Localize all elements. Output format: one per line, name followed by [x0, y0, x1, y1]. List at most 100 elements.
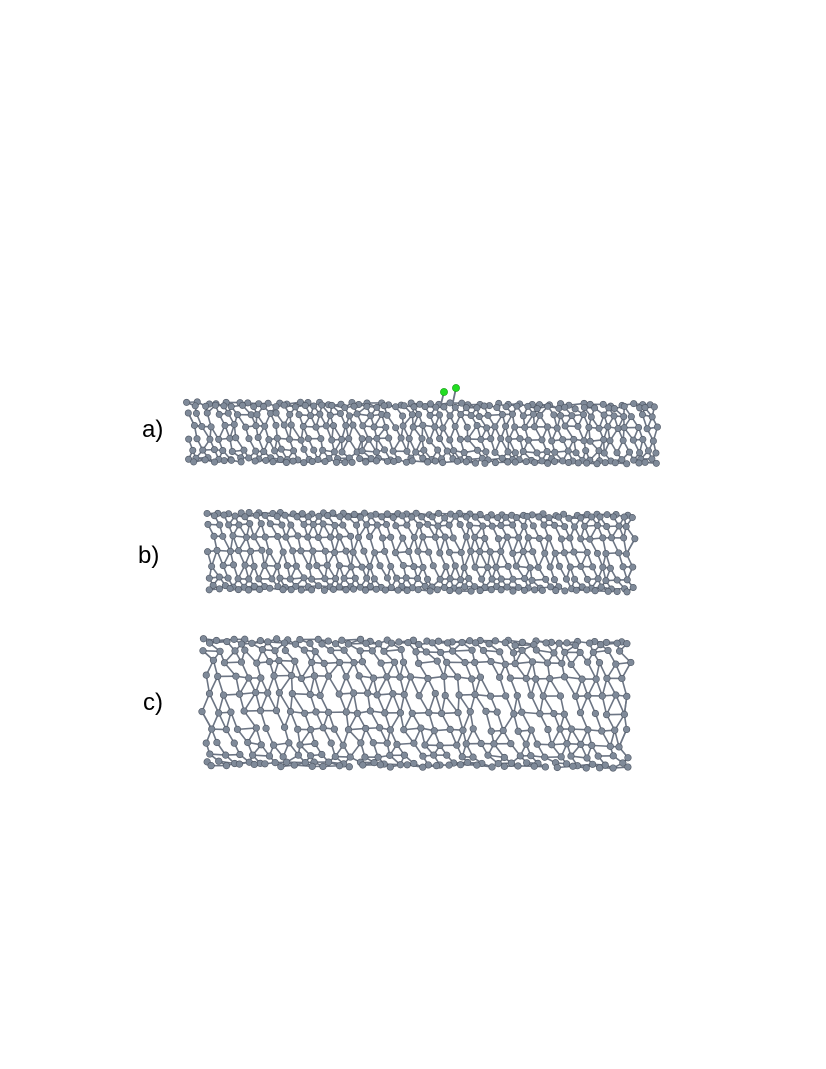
carbon-atom	[615, 549, 623, 557]
carbon-atom	[440, 672, 448, 681]
carbon-atom	[335, 762, 344, 770]
carbon-atom	[429, 562, 437, 570]
carbon-atom	[327, 646, 335, 654]
carbon-atom	[308, 586, 316, 594]
carbon-atom	[520, 586, 528, 594]
carbon-atom	[523, 759, 531, 767]
tube-a-atoms	[183, 398, 661, 468]
carbon-atom	[233, 725, 242, 733]
carbon-atom	[304, 435, 312, 443]
carbon-atom	[318, 401, 326, 409]
carbon-atom	[492, 563, 500, 571]
carbon-atom	[297, 547, 305, 555]
carbon-atom	[335, 690, 343, 698]
carbon-atom	[232, 434, 240, 442]
carbon-atom	[340, 574, 348, 582]
carbon-atom	[257, 520, 265, 528]
carbon-atom	[369, 674, 378, 682]
carbon-atom	[599, 563, 607, 571]
carbon-atom	[434, 637, 443, 645]
carbon-atom	[531, 586, 539, 594]
carbon-atom	[623, 576, 631, 584]
carbon-atom	[519, 448, 527, 456]
carbon-atom	[375, 640, 383, 648]
carbon-atom	[471, 658, 479, 667]
carbon-atom	[378, 513, 386, 521]
carbon-atom	[227, 403, 235, 411]
carbon-atom	[366, 533, 374, 541]
carbon-atom	[292, 562, 300, 570]
carbon-atom	[580, 437, 588, 445]
carbon-atom	[622, 550, 630, 558]
carbon-atom	[289, 547, 297, 555]
carbon-atom	[389, 447, 397, 455]
carbon-atom	[358, 447, 366, 455]
carbon-atom	[432, 762, 441, 770]
carbon-atom	[276, 574, 284, 582]
carbon-atom	[521, 423, 529, 431]
carbon-atom	[562, 760, 571, 768]
carbon-atom	[296, 741, 304, 749]
carbon-atom	[544, 459, 552, 467]
carbon-atom	[467, 547, 475, 555]
carbon-atom	[344, 726, 353, 734]
carbon-atom	[272, 707, 281, 715]
carbon-atom	[421, 741, 429, 749]
carbon-atom	[330, 448, 338, 456]
carbon-atom	[600, 436, 608, 444]
carbon-atom	[641, 404, 649, 412]
carbon-atom	[350, 585, 358, 593]
carbon-atom	[466, 521, 474, 529]
carbon-atom	[570, 523, 578, 531]
carbon-atom	[419, 563, 427, 571]
carbon-atom	[620, 402, 628, 410]
carbon-atom	[469, 753, 477, 761]
carbon-atom	[471, 583, 479, 591]
carbon-atom	[342, 673, 350, 681]
carbon-atom	[215, 573, 223, 581]
carbon-atom	[275, 656, 283, 665]
carbon-atom	[441, 691, 449, 700]
carbon-atom	[553, 763, 561, 772]
carbon-atom	[363, 402, 371, 410]
panel-label-b: b)	[138, 542, 159, 569]
carbon-atom	[568, 412, 576, 420]
carbon-atom	[544, 725, 552, 734]
carbon-atom	[272, 421, 280, 429]
carbon-atom	[515, 534, 523, 542]
carbon-atom	[206, 435, 214, 443]
carbon-atom	[524, 402, 532, 410]
carbon-atom	[308, 658, 316, 667]
carbon-atom	[602, 577, 610, 585]
carbon-atom	[229, 532, 237, 540]
carbon-atom	[277, 445, 285, 453]
carbon-atom	[570, 435, 578, 443]
carbon-atom	[274, 583, 282, 591]
carbon-atom	[274, 562, 282, 570]
carbon-atom	[521, 575, 529, 583]
carbon-atom	[321, 547, 329, 555]
carbon-atom	[522, 458, 530, 466]
carbon-atom	[609, 513, 617, 521]
carbon-atom	[596, 764, 604, 772]
carbon-atom	[491, 423, 499, 431]
carbon-atom	[270, 672, 278, 680]
carbon-atom	[494, 535, 502, 543]
carbon-atom	[387, 584, 395, 592]
carbon-atom	[215, 435, 223, 443]
carbon-atom	[516, 752, 524, 760]
carbon-atom	[370, 423, 378, 431]
carbon-atom	[415, 692, 423, 700]
carbon-atom	[252, 447, 260, 455]
carbon-atom	[245, 508, 253, 516]
carbon-atom	[345, 412, 353, 420]
carbon-atom	[264, 638, 272, 646]
carbon-atom	[527, 726, 535, 734]
carbon-atom	[326, 411, 334, 419]
carbon-atom	[368, 647, 376, 655]
carbon-atom	[184, 409, 192, 417]
carbon-atom	[397, 434, 405, 442]
carbon-atom	[275, 689, 283, 697]
carbon-atom	[363, 574, 371, 582]
carbon-atom	[510, 710, 518, 718]
